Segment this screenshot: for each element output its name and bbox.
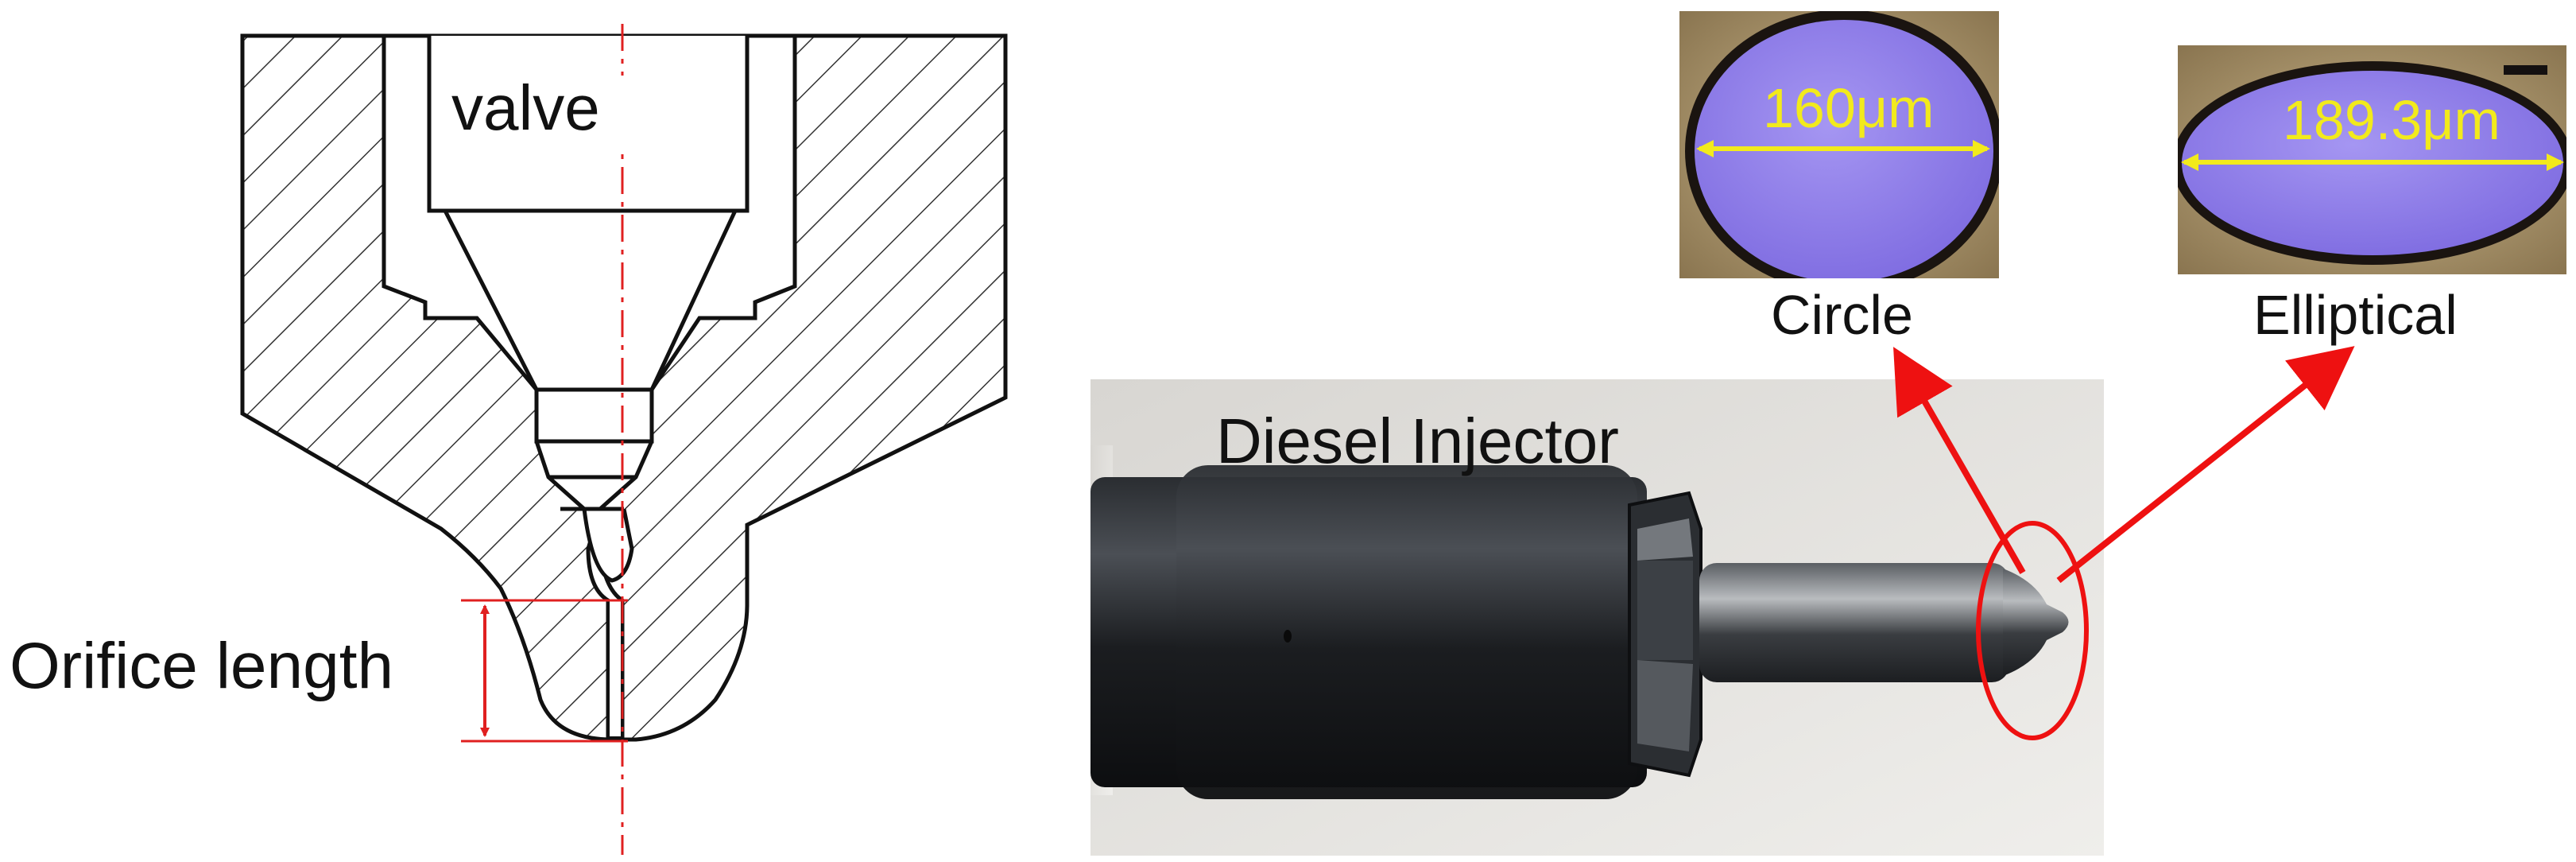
elliptical-diameter-label: 189.3μm	[2283, 89, 2500, 151]
injector-photo: Diesel Injector	[1090, 379, 2104, 856]
orifice-channel	[606, 600, 624, 740]
valve-tip	[534, 387, 654, 583]
valve-label: valve	[451, 72, 600, 143]
diesel-injector-title: Diesel Injector	[1216, 406, 1619, 476]
arrow-to-circle	[1893, 347, 2026, 574]
orifice-length-dimension	[461, 599, 628, 743]
nozzle-cross-section: valve Orifice length	[10, 24, 1008, 855]
circle-diameter-label: 160μm	[1763, 77, 1934, 139]
injector-nozzle	[1699, 563, 2009, 682]
annotation-arrows	[1893, 346, 2355, 584]
micrograph-circle: 160μm Circle	[1679, 11, 1999, 346]
nozzle-tip	[2003, 569, 2069, 676]
elliptical-shape-label: Elliptical	[2253, 284, 2458, 346]
injector-shoulder	[1176, 465, 1637, 799]
orifice-length-label: Orifice length	[10, 630, 393, 702]
tip-highlight-ellipse	[1976, 521, 2089, 740]
micrograph-elliptical: 189.3μm Elliptical	[2178, 45, 2566, 346]
arrow-to-elliptical	[2056, 346, 2355, 584]
circle-shape-label: Circle	[1771, 284, 1913, 346]
